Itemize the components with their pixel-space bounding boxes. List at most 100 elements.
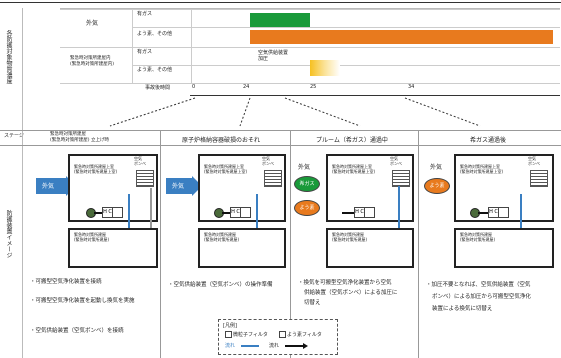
stage3-note-1: ・換気を可搬型空気浄化装置から空気 — [298, 280, 392, 286]
tick-25: 25 — [310, 84, 317, 90]
timeline-row-line — [60, 47, 560, 48]
stage-header-2: 原子炉格納容器破損のおそれ — [182, 137, 261, 144]
outside-label: 外気 — [430, 164, 443, 171]
row-label-rare-gas-indoor: 有ガス — [137, 49, 153, 55]
stage3-diagram: 外気 希ガス よう素 緊急時対策所建屋上室 (緊急時対策所建屋上室) 空気 ボン… — [292, 148, 416, 270]
outside-label: 外気 — [42, 183, 55, 190]
bar-indoor-pressurized — [310, 60, 340, 76]
outside-label: 外気 — [172, 183, 185, 190]
room-top-label: 緊急時対策所建屋上室 (緊急時対策所建屋上室) — [74, 164, 118, 174]
legend-item-2: よう素フィルタ — [287, 332, 322, 338]
blue-flow-line — [128, 194, 130, 244]
stage1-note-1: ・可搬型空気浄化装置を接続 — [30, 279, 102, 285]
timeline-table — [60, 8, 560, 85]
left-column-divider — [22, 8, 23, 358]
stage-divider — [290, 130, 291, 358]
time-axis — [190, 95, 560, 96]
air-cylinder-icon — [530, 170, 548, 187]
stage1-note-2: ・可搬型空気浄化装置を起動し換気を実施 — [30, 298, 135, 304]
outside-arrow — [36, 178, 66, 194]
hc-box-2 — [240, 207, 251, 218]
legend-title: [凡例] — [223, 323, 237, 329]
room-top-label: 緊急時対策所建屋上室 (緊急時対策所建屋上室) — [332, 164, 376, 174]
tank-label: 空気 ボンベ — [262, 156, 274, 166]
air-cylinder-icon — [136, 170, 154, 187]
stage-header-4: 希ガス通過後 — [470, 137, 507, 144]
group-outside: 外気 — [86, 20, 99, 27]
stage-top-line — [0, 130, 561, 131]
iodine-cloud: よう素 — [424, 178, 450, 194]
room-top-label: 緊急時対策所建屋上室 (緊急時対策所建屋上室) — [460, 164, 504, 174]
stage2-note-1: ・空気供給装置（空気ボンベ）の操作準備 — [168, 282, 273, 288]
blue-flow-line — [520, 194, 522, 244]
hc-box-2 — [112, 207, 123, 218]
timeline-row-line — [132, 27, 560, 28]
stage2-diagram: 外気 緊急時対策所建屋上室 (緊急時対策所建屋上室) 空気 ボンベ H C 緊急… — [162, 148, 288, 270]
row-label-iodine: よう素、その他 — [137, 31, 173, 37]
timeline-col-line — [191, 9, 192, 83]
row-label-iodine-indoor: よう素、その他 — [137, 67, 173, 73]
hc-box-2 — [364, 207, 375, 218]
stage-pointer-arrows — [109, 97, 481, 127]
axis-title: 事故後時間 — [145, 85, 171, 91]
legend-flow-2: 流れ — [269, 343, 280, 349]
legend-flow-1: 流れ — [225, 343, 236, 349]
annotation-supply-pressurization: 空気供給装置 加圧 — [258, 50, 289, 62]
timeline-row-line — [60, 9, 560, 10]
building-upper — [198, 154, 286, 222]
room-bottom-label: 緊急時対策所建屋 (緊急時対策所建屋) — [74, 232, 110, 242]
outside-arrow — [166, 178, 192, 194]
tick-34: 34 — [408, 84, 415, 90]
timeline-col-line — [132, 9, 133, 83]
row-label-rare-gas: 有ガス — [137, 11, 153, 17]
group-building: 緊急時対策所建屋内 (緊急時対策所建屋内) — [70, 56, 115, 67]
room-top-label: 緊急時対策所建屋上室 (緊急時対策所建屋上室) — [204, 164, 248, 174]
rare-gas-cloud: 希ガス — [294, 176, 320, 192]
legend-filter-icon-2 — [279, 331, 286, 338]
legend-blue-arrow — [241, 345, 259, 347]
stage3-note-3: 切替え — [304, 300, 321, 306]
label-stage: ステージ — [4, 133, 24, 139]
tank-label: 空気 ボンベ — [390, 156, 402, 166]
building-lower — [198, 228, 286, 268]
air-cylinder-icon — [264, 170, 282, 187]
bar-iodine-outside — [250, 30, 553, 44]
outside-label: 外気 — [298, 164, 311, 171]
legend-item-1: 微粒子フィルタ — [233, 332, 268, 338]
gray-line — [150, 188, 152, 242]
room-bottom-label: 緊急時対策所建屋 (緊急時対策所建屋) — [460, 232, 496, 242]
legend-black-arrow — [285, 345, 303, 347]
duct-line — [94, 212, 102, 214]
outside-arrow-head — [192, 176, 202, 196]
room-bottom-label: 緊急時対策所建屋 (緊急時対策所建屋) — [332, 232, 368, 242]
building-lower — [326, 228, 414, 268]
duct-line — [478, 212, 488, 214]
stage-divider — [160, 130, 161, 358]
tank-label: 空気 ボンベ — [134, 156, 146, 166]
timeline-row-line — [132, 65, 560, 66]
legend-filter-icon — [225, 331, 232, 338]
stage3-note-2: 供給装置（空気ボンベ）による加圧に — [304, 290, 398, 296]
stage1-note-3: ・空気供給装置（空気ボンベ）を接続 — [30, 328, 124, 334]
stage4-note-1: ・加圧不要となれば、空気供給装置（空気 — [426, 282, 531, 288]
building-lower — [454, 228, 554, 268]
tank-label: 空気 ボンベ — [528, 156, 540, 166]
stage4-note-3: 装置による換気に切替え — [432, 306, 493, 312]
stage4-note-2: ボンベ）による加圧から可搬型空気浄化 — [432, 294, 531, 300]
iodine-cloud: よう素 — [294, 200, 320, 216]
blue-flow-line — [256, 194, 258, 244]
bar-rare-gas-outside — [250, 13, 310, 27]
stage1-diagram: 外気 緊急時対策所建屋上室 (緊急時対策所建屋上室) 空気 ボンベ H C 緊急… — [24, 148, 158, 270]
stage-header-1: 緊急時対策所建屋 (緊急時対策所建屋) 立上げ時 — [50, 132, 109, 143]
stage-header-3: プルーム（希ガス）通過中 — [316, 137, 388, 144]
tick-0: 0 — [192, 84, 196, 90]
label-concentration: 各防護対象物質濃度 — [5, 30, 12, 84]
label-image: 防護装置イメージ — [5, 210, 12, 258]
room-bottom-label: 緊急時対策所建屋 (緊急時対策所建屋) — [204, 232, 240, 242]
timeline-row-line — [60, 83, 560, 84]
stage-divider — [418, 130, 419, 358]
blue-flow-line — [398, 186, 400, 244]
stage-header-line — [0, 145, 561, 146]
building-lower — [68, 228, 158, 268]
legend-box: [凡例] 微粒子フィルタ よう素フィルタ 流れ 流れ — [218, 319, 338, 355]
